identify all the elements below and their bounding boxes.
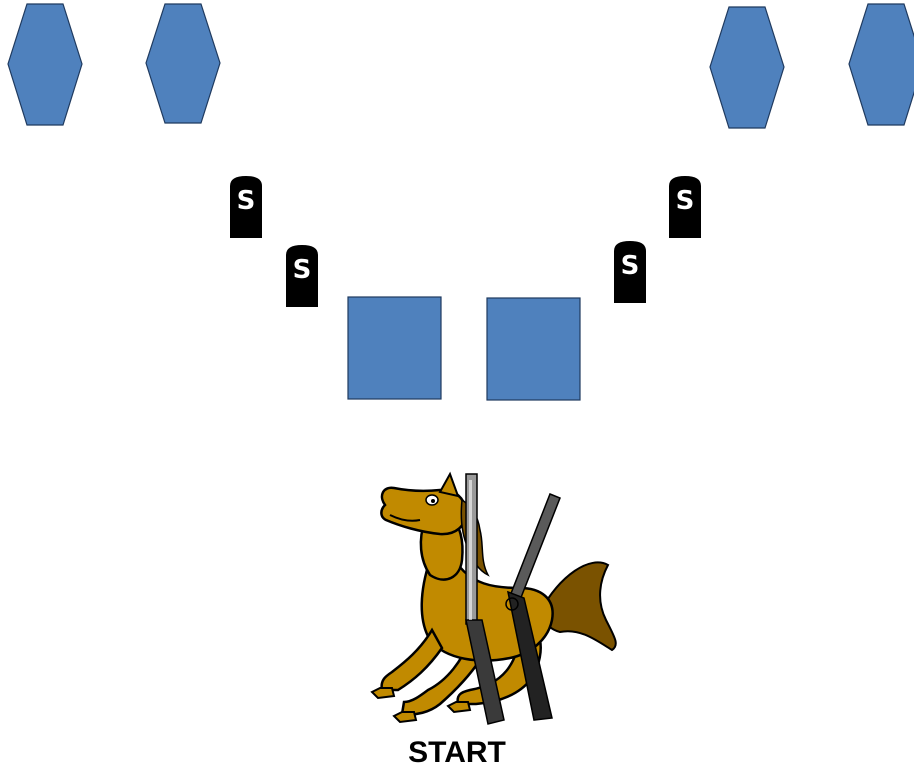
steel-marker-label: S	[237, 186, 256, 216]
steel-marker-3: S	[669, 176, 701, 238]
square-target-1	[348, 297, 441, 399]
steel-marker-label: S	[621, 251, 640, 281]
hexagon-target-1	[8, 4, 82, 125]
horse-with-rifles-icon	[372, 474, 616, 724]
steel-marker-2: S	[286, 245, 318, 307]
steel-marker-1: S	[230, 176, 262, 238]
hexagon-target-2	[146, 4, 220, 123]
hexagon-target-3	[710, 7, 784, 128]
hexagon-target-4	[849, 4, 914, 125]
steel-marker-label: S	[676, 186, 695, 216]
steel-marker-4: S	[614, 241, 646, 303]
steel-marker-label: S	[293, 255, 312, 285]
square-target-2	[487, 298, 580, 400]
start-label: START	[0, 736, 914, 770]
